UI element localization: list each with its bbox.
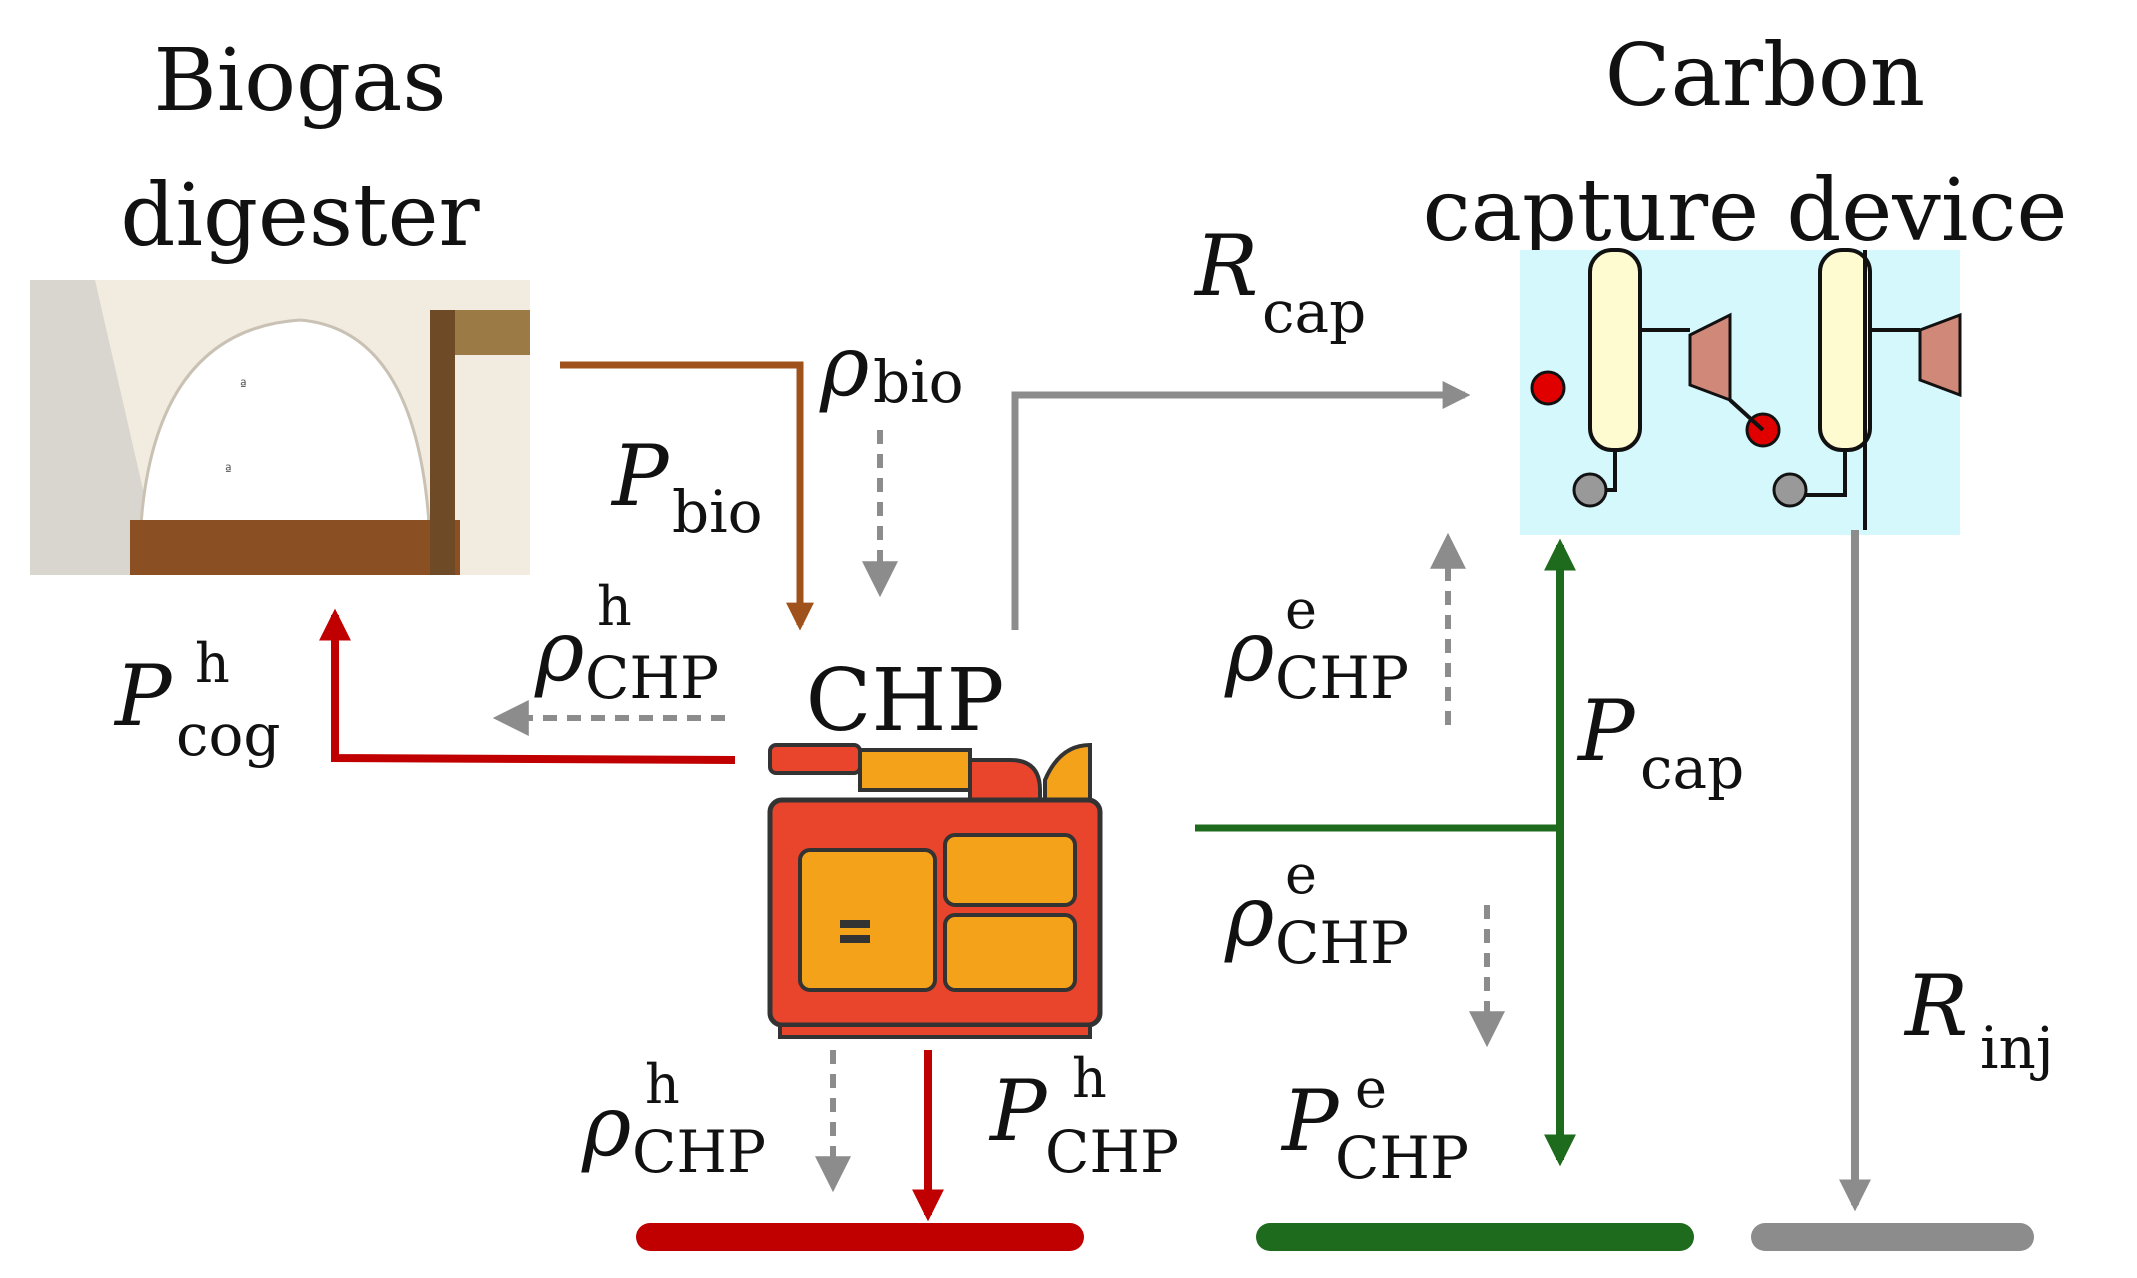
label-p-cog-h-superscript: h <box>195 632 230 695</box>
label-r-cap: R cap <box>1193 217 1366 346</box>
label-p-cap-subscript: cap <box>1640 734 1744 802</box>
carbon-capture-image <box>1520 248 1962 535</box>
label-rho-bio-subscript: bio <box>873 348 964 416</box>
label-p-bio-subscript: bio <box>672 478 763 546</box>
label-rho-chp-e-lower-superscript: e <box>1285 843 1317 906</box>
label-rho-bio: ρ bio <box>819 317 964 416</box>
label-rho-chp-h-bottom-superscript: h <box>645 1053 680 1116</box>
label-rho-chp-e-lower-symbol: ρ <box>1224 867 1274 965</box>
label-rho-chp-h-left-superscript: h <box>597 575 632 638</box>
label-r-inj-symbol: R <box>1903 957 1968 1055</box>
label-rho-bio-symbol: ρ <box>819 317 869 415</box>
label-r-cap-symbol: R <box>1193 217 1258 315</box>
label-r-inj-subscript: inj <box>1980 1014 2054 1082</box>
label-rho-chp-h-left-subscript: CHP <box>585 644 719 712</box>
biogas-flow-line <box>560 361 814 631</box>
label-p-chp-e-superscript: e <box>1355 1057 1387 1120</box>
digester-title-line2: digester <box>120 166 480 266</box>
biogas-digester-image: ª ª <box>30 280 530 575</box>
label-p-chp-e: P e CHP <box>1280 1057 1469 1192</box>
label-p-chp-h-superscript: h <box>1072 1047 1107 1110</box>
label-p-chp-e-symbol: P <box>1280 1072 1340 1170</box>
label-rho-chp-e-upper-superscript: e <box>1285 578 1317 641</box>
label-p-cap-symbol: P <box>1576 682 1636 780</box>
digester-title-line1: Biogas <box>154 31 447 131</box>
svg-text:ª: ª <box>225 463 232 479</box>
label-p-chp-e-subscript: CHP <box>1335 1124 1469 1192</box>
label-rho-chp-e-upper: ρ e CHP <box>1224 578 1409 712</box>
label-rho-chp-e-upper-subscript: CHP <box>1275 644 1409 712</box>
label-p-cog-h-subscript: cog <box>176 701 281 769</box>
label-rho-chp-e-upper-symbol: ρ <box>1224 602 1274 700</box>
label-r-inj: R inj <box>1903 957 2054 1082</box>
svg-text:ª: ª <box>240 378 247 394</box>
label-r-cap-subscript: cap <box>1262 278 1366 346</box>
label-p-bio-symbol: P <box>610 427 670 525</box>
carbon-capture-title-line2: capture device <box>1423 161 2068 261</box>
label-rho-chp-e-lower-subscript: CHP <box>1275 909 1409 977</box>
label-rho-chp-h-bottom-subscript: CHP <box>632 1118 766 1186</box>
label-p-chp-h: P h CHP <box>988 1047 1179 1186</box>
chp-engine-image <box>767 742 1103 1039</box>
label-p-chp-h-symbol: P <box>988 1062 1048 1160</box>
label-rho-chp-h-left-symbol: ρ <box>534 602 584 700</box>
cogeneration-heat-flow-line <box>319 608 736 764</box>
chp-title: CHP <box>806 651 1005 751</box>
label-rho-chp-h-bottom-symbol: ρ <box>581 1077 631 1175</box>
label-rho-chp-e-lower: ρ e CHP <box>1224 843 1409 977</box>
label-p-cap: P cap <box>1576 682 1744 802</box>
label-rho-chp-h-left: ρ h CHP <box>534 575 719 712</box>
label-p-bio: P bio <box>610 427 763 546</box>
label-rho-chp-h-bottom: ρ h CHP <box>581 1053 766 1186</box>
label-p-chp-h-subscript: CHP <box>1045 1118 1179 1186</box>
label-p-cog-h-symbol: P <box>113 647 173 745</box>
label-p-cog-h: P h cog <box>113 632 281 769</box>
carbon-capture-title-line1: Carbon <box>1605 26 1925 126</box>
captured-carbon-flow-line <box>1011 381 1471 630</box>
